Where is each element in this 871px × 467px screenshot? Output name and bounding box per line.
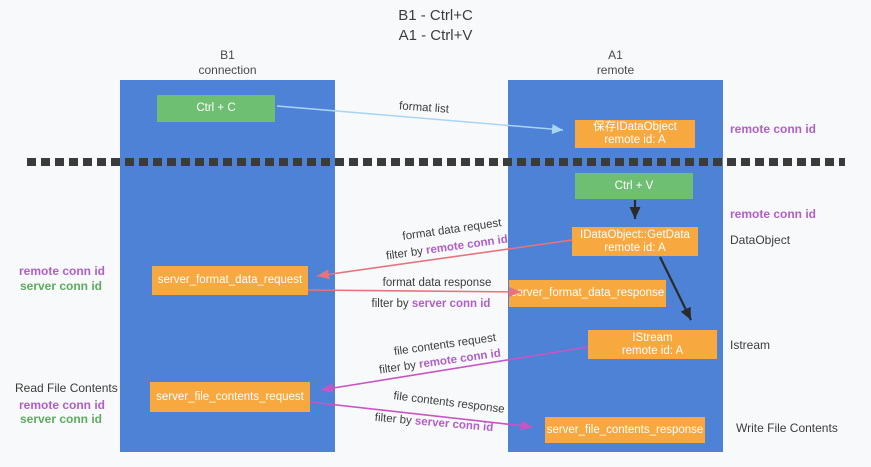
label-write-file-contents: Write File Contents — [736, 421, 838, 435]
node-ctrl-v: Ctrl + V — [575, 173, 693, 199]
lifeline-header-a1: A1 remote — [508, 48, 723, 78]
label-remote-conn-id-left-1: remote conn id — [18, 264, 105, 278]
node-save-idataobject-line2: remote id: A — [604, 134, 666, 146]
node-server-file-contents-request-label: server_file_contents_request — [156, 390, 304, 403]
diagram-title: B1 - Ctrl+C A1 - Ctrl+V — [0, 6, 871, 46]
title-line-1: B1 - Ctrl+C — [398, 7, 473, 24]
node-server-format-data-response-label: server_format_data_response — [510, 287, 665, 299]
node-getdata-line1: IDataObject::GetData — [580, 228, 690, 241]
annotation-filter-by-server-conn-id-2: filter by server conn id — [374, 412, 493, 434]
label-server-conn-id-left-1: server conn id — [19, 279, 102, 293]
annotation-format-list: format list — [399, 100, 450, 115]
filter-by-text: filter by — [378, 359, 417, 377]
label-read-file-contents: Read File Contents — [15, 381, 118, 395]
annotation-file-contents-response: file contents response — [393, 390, 506, 416]
node-server-file-contents-response-label: server_file_contents_response — [546, 423, 704, 436]
node-ctrl-v-label: Ctrl + V — [614, 179, 654, 192]
node-ctrl-c-label: Ctrl + C — [196, 102, 236, 114]
node-istream-line1: IStream — [632, 331, 673, 344]
node-istream-line2: remote id: A — [621, 344, 684, 357]
lifeline-header-b1: B1 connection — [120, 48, 335, 78]
node-idataobject-getdata: IDataObject::GetData remote id: A — [572, 227, 698, 256]
node-save-idataobject: 保存IDataObject remote id: A — [575, 120, 695, 148]
lifeline-b1-name: B1 — [220, 48, 235, 62]
server-conn-id-text: server conn id — [411, 298, 491, 310]
node-server-format-data-response: server_format_data_response — [509, 280, 666, 307]
lifeline-b1-role: connection — [198, 63, 257, 77]
annotation-file-contents-response-text: file contents response — [392, 390, 506, 416]
label-remote-conn-id-left-2: remote conn id — [18, 398, 105, 412]
annotation-filter-by-server-conn-id-1: filter by server conn id — [372, 298, 491, 310]
lifeline-a1-name: A1 — [608, 48, 623, 62]
arrow-format-data-response — [307, 286, 522, 297]
label-server-conn-id-left-2: server conn id — [19, 412, 102, 426]
filter-by-text: filter by — [374, 411, 413, 428]
label-istream: Istream — [730, 338, 771, 352]
node-server-format-data-request-label: server_format_data_request — [157, 274, 303, 286]
lifeline-a1-role: remote — [596, 63, 635, 77]
node-ctrl-c: Ctrl + C — [157, 95, 275, 122]
node-server-format-data-request: server_format_data_request — [152, 266, 308, 295]
node-istream: IStream remote id: A — [588, 330, 717, 359]
node-getdata-line2: remote id: A — [604, 241, 666, 254]
node-save-idataobject-line1: 保存IDataObject — [593, 121, 677, 133]
label-dataobject: DataObject — [730, 233, 791, 247]
title-line-2: A1 - Ctrl+V — [398, 27, 473, 44]
filter-by-text: filter by — [371, 298, 409, 310]
clipboard-boundary-dashed-line — [27, 158, 845, 166]
node-server-file-contents-response: server_file_contents_response — [545, 417, 705, 443]
node-server-file-contents-request: server_file_contents_request — [150, 382, 310, 412]
server-conn-id-text: server conn id — [414, 415, 494, 435]
annotation-format-data-response-text: format data response — [382, 277, 492, 289]
annotation-format-data-response: format data response — [383, 277, 492, 289]
label-remote-conn-id-mid-right: remote conn id — [730, 207, 817, 221]
label-remote-conn-id-top-right: remote conn id — [730, 122, 817, 136]
annotation-format-list-text: format list — [398, 100, 450, 116]
filter-by-text: filter by — [385, 245, 424, 263]
